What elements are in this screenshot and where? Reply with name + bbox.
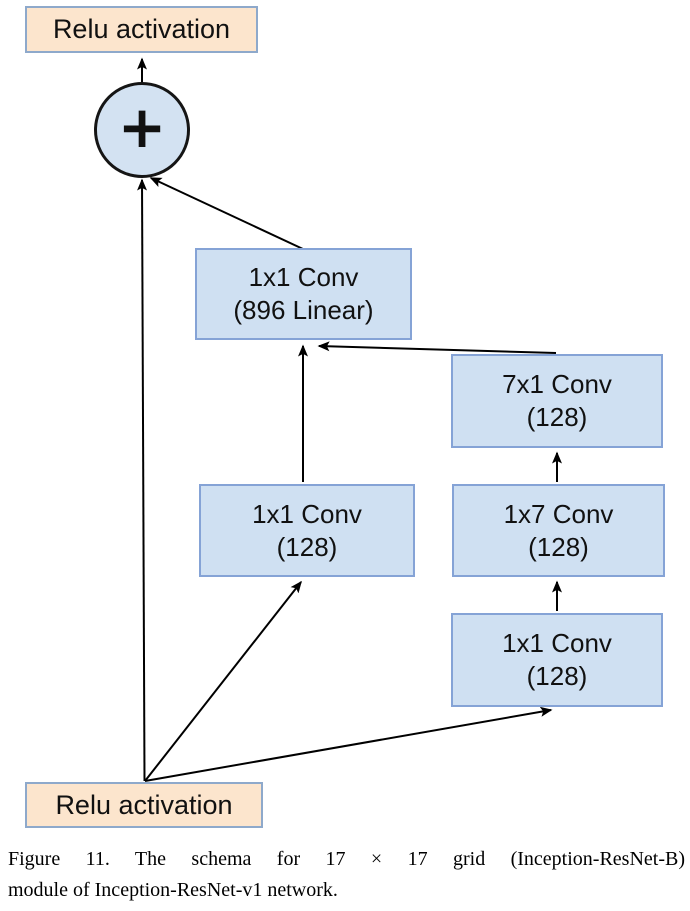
relu-activation-output-box: Relu activation xyxy=(25,6,258,53)
conv-1x1-128-left-label-line2: (128) xyxy=(276,531,338,562)
conv-7x1-128-label-line1: 7x1 Conv xyxy=(502,369,612,399)
relu-activation-input-label: Relu activation xyxy=(55,789,233,820)
arrow-relu-bottom-to-conv1x1right xyxy=(144,706,553,782)
figure-caption-line2: module of Inception-ResNet-v1 network. xyxy=(8,879,338,901)
arrow-conv896-to-sum xyxy=(149,177,304,250)
figure-caption: Figure 11. The schema for 17 × 17 grid (… xyxy=(8,844,685,906)
conv-1x1-128-left-box: 1x1 Conv (128) xyxy=(199,484,415,577)
conv-1x7-128-box: 1x7 Conv (128) xyxy=(452,484,665,577)
conv-7x1-128-label-line2: (128) xyxy=(526,402,588,432)
conv-1x1-128-right-box: 1x1 Conv (128) xyxy=(451,613,663,707)
conv-1x1-128-right-label-line2: (128) xyxy=(526,661,588,691)
arrow-relu-bottom-to-conv1x1left xyxy=(144,580,302,782)
arrow-conv7x1-to-conv896 xyxy=(317,341,557,354)
conv-1x1-896-linear-box: 1x1 Conv (896 Linear) xyxy=(195,248,412,340)
conv-1x7-128-label-line1: 1x7 Conv xyxy=(503,498,614,529)
relu-activation-output-label: Relu activation xyxy=(52,14,231,44)
arrow-relu-bottom-to-sum xyxy=(137,178,148,782)
conv-1x1-896-linear-label-line2: (896 Linear) xyxy=(233,295,374,325)
conv-1x7-128-label-line2: (128) xyxy=(528,531,589,562)
conv-1x1-128-right-label-line1: 1x1 Conv xyxy=(502,628,612,658)
plus-icon: + xyxy=(117,93,167,161)
sum-node: + xyxy=(94,82,190,178)
relu-activation-input-box: Relu activation xyxy=(25,782,263,828)
conv-7x1-128-box: 7x1 Conv (128) xyxy=(451,354,663,448)
conv-1x1-896-linear-label-line1: 1x1 Conv xyxy=(248,262,359,292)
conv-1x1-128-left-label-line1: 1x1 Conv xyxy=(252,498,362,529)
figure-caption-line1: Figure 11. The schema for 17 × 17 grid (… xyxy=(8,848,685,870)
